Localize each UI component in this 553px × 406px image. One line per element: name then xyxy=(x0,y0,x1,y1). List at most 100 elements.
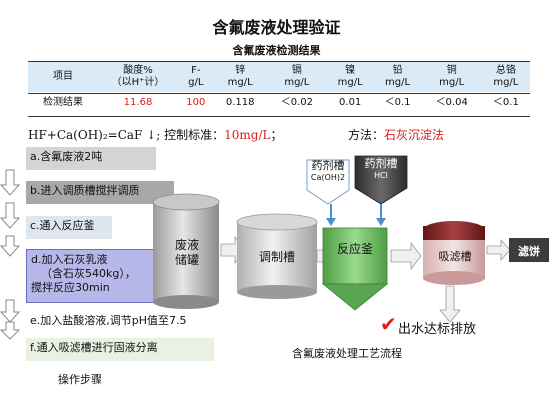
table-cell: ＜0.04 xyxy=(421,92,482,114)
storage-tank-label-line2: 储罐 xyxy=(174,253,199,267)
step-d-line1: d.加入石灰乳液 xyxy=(31,253,108,266)
storage-tank-label-line1: 废液 xyxy=(174,238,199,252)
reagent-caoh2-label-line2: Ca(OH)2 xyxy=(310,173,346,182)
header-cell: 项目 xyxy=(28,62,98,92)
header-unit: mg/L xyxy=(284,77,310,88)
step-a: a.含氟废液2吨 xyxy=(26,147,156,170)
table-cell: 检测结果 xyxy=(28,92,98,114)
reactor-cone xyxy=(321,283,389,311)
header-unit: mg/L xyxy=(337,77,363,88)
conditioning-tank xyxy=(236,213,318,299)
page-title: 含氟废液处理验证 xyxy=(212,18,341,37)
header-unit: mg/L xyxy=(385,77,411,88)
conditioning-tank-body xyxy=(237,222,317,292)
formula-suffix: ； xyxy=(270,128,283,142)
reagent-caoh2-label-line1: 药剂槽 xyxy=(311,159,345,172)
header-unit: mg/L xyxy=(493,77,519,88)
step-c: c.通入反应釜 xyxy=(26,216,112,239)
feed-arrow-head-icon xyxy=(376,218,386,226)
storage-tank-bottom xyxy=(153,295,219,309)
step-d-line2: （含石灰540kg）， xyxy=(41,267,136,280)
storage-tank-label: 废液 储罐 xyxy=(158,238,216,268)
header-cell: 酸度%（以H⁺计） xyxy=(98,62,178,92)
down-arrow-icon xyxy=(439,285,461,323)
reactor-label: 反应釜 xyxy=(336,242,373,256)
down-arrow-icon xyxy=(0,299,21,323)
down-arrow-icon xyxy=(0,321,21,340)
table-cell: ＜0.1 xyxy=(481,92,530,114)
table-cell: 0.01 xyxy=(326,92,374,114)
table-bottom-rule xyxy=(28,116,530,117)
reactor xyxy=(321,227,389,311)
storage-tank xyxy=(152,193,220,309)
step-d-line3: 搅拌反应30min xyxy=(31,281,110,294)
filter-cake-label: 滤饼 xyxy=(518,245,540,258)
down-arrow-icon xyxy=(0,202,21,229)
filter-tank-label: 吸滤槽 xyxy=(438,250,472,263)
header-unit: （以H⁺计） xyxy=(111,77,165,88)
step-f: f.通入吸滤槽进行固液分离 xyxy=(26,338,214,361)
reagent-hcl-label-line2: HCl xyxy=(374,171,388,180)
filter-tank-bottom xyxy=(423,271,485,285)
table-cell: 11.68 xyxy=(98,92,178,114)
filter-cake-box xyxy=(509,238,549,262)
table-cell: 0.118 xyxy=(213,92,267,114)
reactor-body xyxy=(322,227,388,285)
step-arrows xyxy=(0,169,21,340)
method: 方法：石灰沉淀法 xyxy=(348,126,444,143)
formula-standard: 10mg/L xyxy=(224,128,271,142)
reagent-tank-caoh2 xyxy=(306,159,350,205)
table-mid-rule xyxy=(28,93,530,94)
header-text: 总铬 xyxy=(495,65,516,76)
method-label: 方法： xyxy=(348,128,385,142)
table-top-rule xyxy=(28,61,530,62)
reagent-hcl-label-line1: 药剂槽 xyxy=(364,157,398,170)
down-arrow-icon xyxy=(0,169,21,196)
header-text: 铜 xyxy=(446,65,457,76)
discharge-label: 出水达标排放 xyxy=(398,322,477,337)
table-caption: 含氟废液检测结果 xyxy=(232,44,321,57)
feed-arrow-head-icon xyxy=(326,218,336,226)
reagent-caoh2-label: 药剂槽 Ca(OH)2 xyxy=(307,160,349,184)
storage-tank-body xyxy=(153,202,219,302)
table-cell: 100 xyxy=(178,92,214,114)
reagent-hcl-label: 药剂槽 HCl xyxy=(355,158,407,182)
header-unit: mg/L xyxy=(439,77,465,88)
conditioning-tank-label: 调制槽 xyxy=(258,250,295,264)
header-unit: g/L xyxy=(188,77,204,88)
step-b: b.进入调质槽搅拌调质 xyxy=(26,181,174,204)
header-text: F- xyxy=(191,65,201,76)
conditioning-tank-bottom xyxy=(237,285,317,299)
process-flow-diagram xyxy=(152,155,549,323)
header-text: 项目 xyxy=(53,71,73,82)
table-cell: ＜0.02 xyxy=(266,92,327,114)
steps-label: 操作步骤 xyxy=(58,373,102,386)
step-e: e.加入盐酸溶液,调节pH值至7.5 xyxy=(30,314,187,327)
step-d: d.加入石灰乳液 （含石灰540kg）， 搅拌反应30min xyxy=(26,249,156,303)
down-arrow-icon xyxy=(0,235,21,257)
table-cell: ＜0.1 xyxy=(373,92,422,114)
filter-tank-band xyxy=(423,226,485,240)
header-unit: mg/L xyxy=(227,77,253,88)
checkmark-icon: ✔ xyxy=(380,312,397,336)
formula-equation: HF+Ca(OH)₂=CaF ↓; 控制标准： xyxy=(28,128,225,142)
header-text: 镉 xyxy=(291,65,302,76)
method-value: 石灰沉淀法 xyxy=(384,128,445,142)
reagent-tank-hcl xyxy=(354,155,408,205)
right-arrow-icon xyxy=(390,241,422,271)
header-cell: F-g/L xyxy=(178,62,214,92)
header-text: 铅 xyxy=(392,65,403,76)
reaction-formula: HF+Ca(OH)₂=CaF ↓; 控制标准：10mg/L； xyxy=(28,126,282,143)
right-arrow-icon xyxy=(486,238,511,262)
header-text: 酸度% xyxy=(123,65,153,76)
table-row: 检测结果 11.68 100 0.118 ＜0.02 0.01 ＜0.1 ＜0.… xyxy=(28,92,530,114)
